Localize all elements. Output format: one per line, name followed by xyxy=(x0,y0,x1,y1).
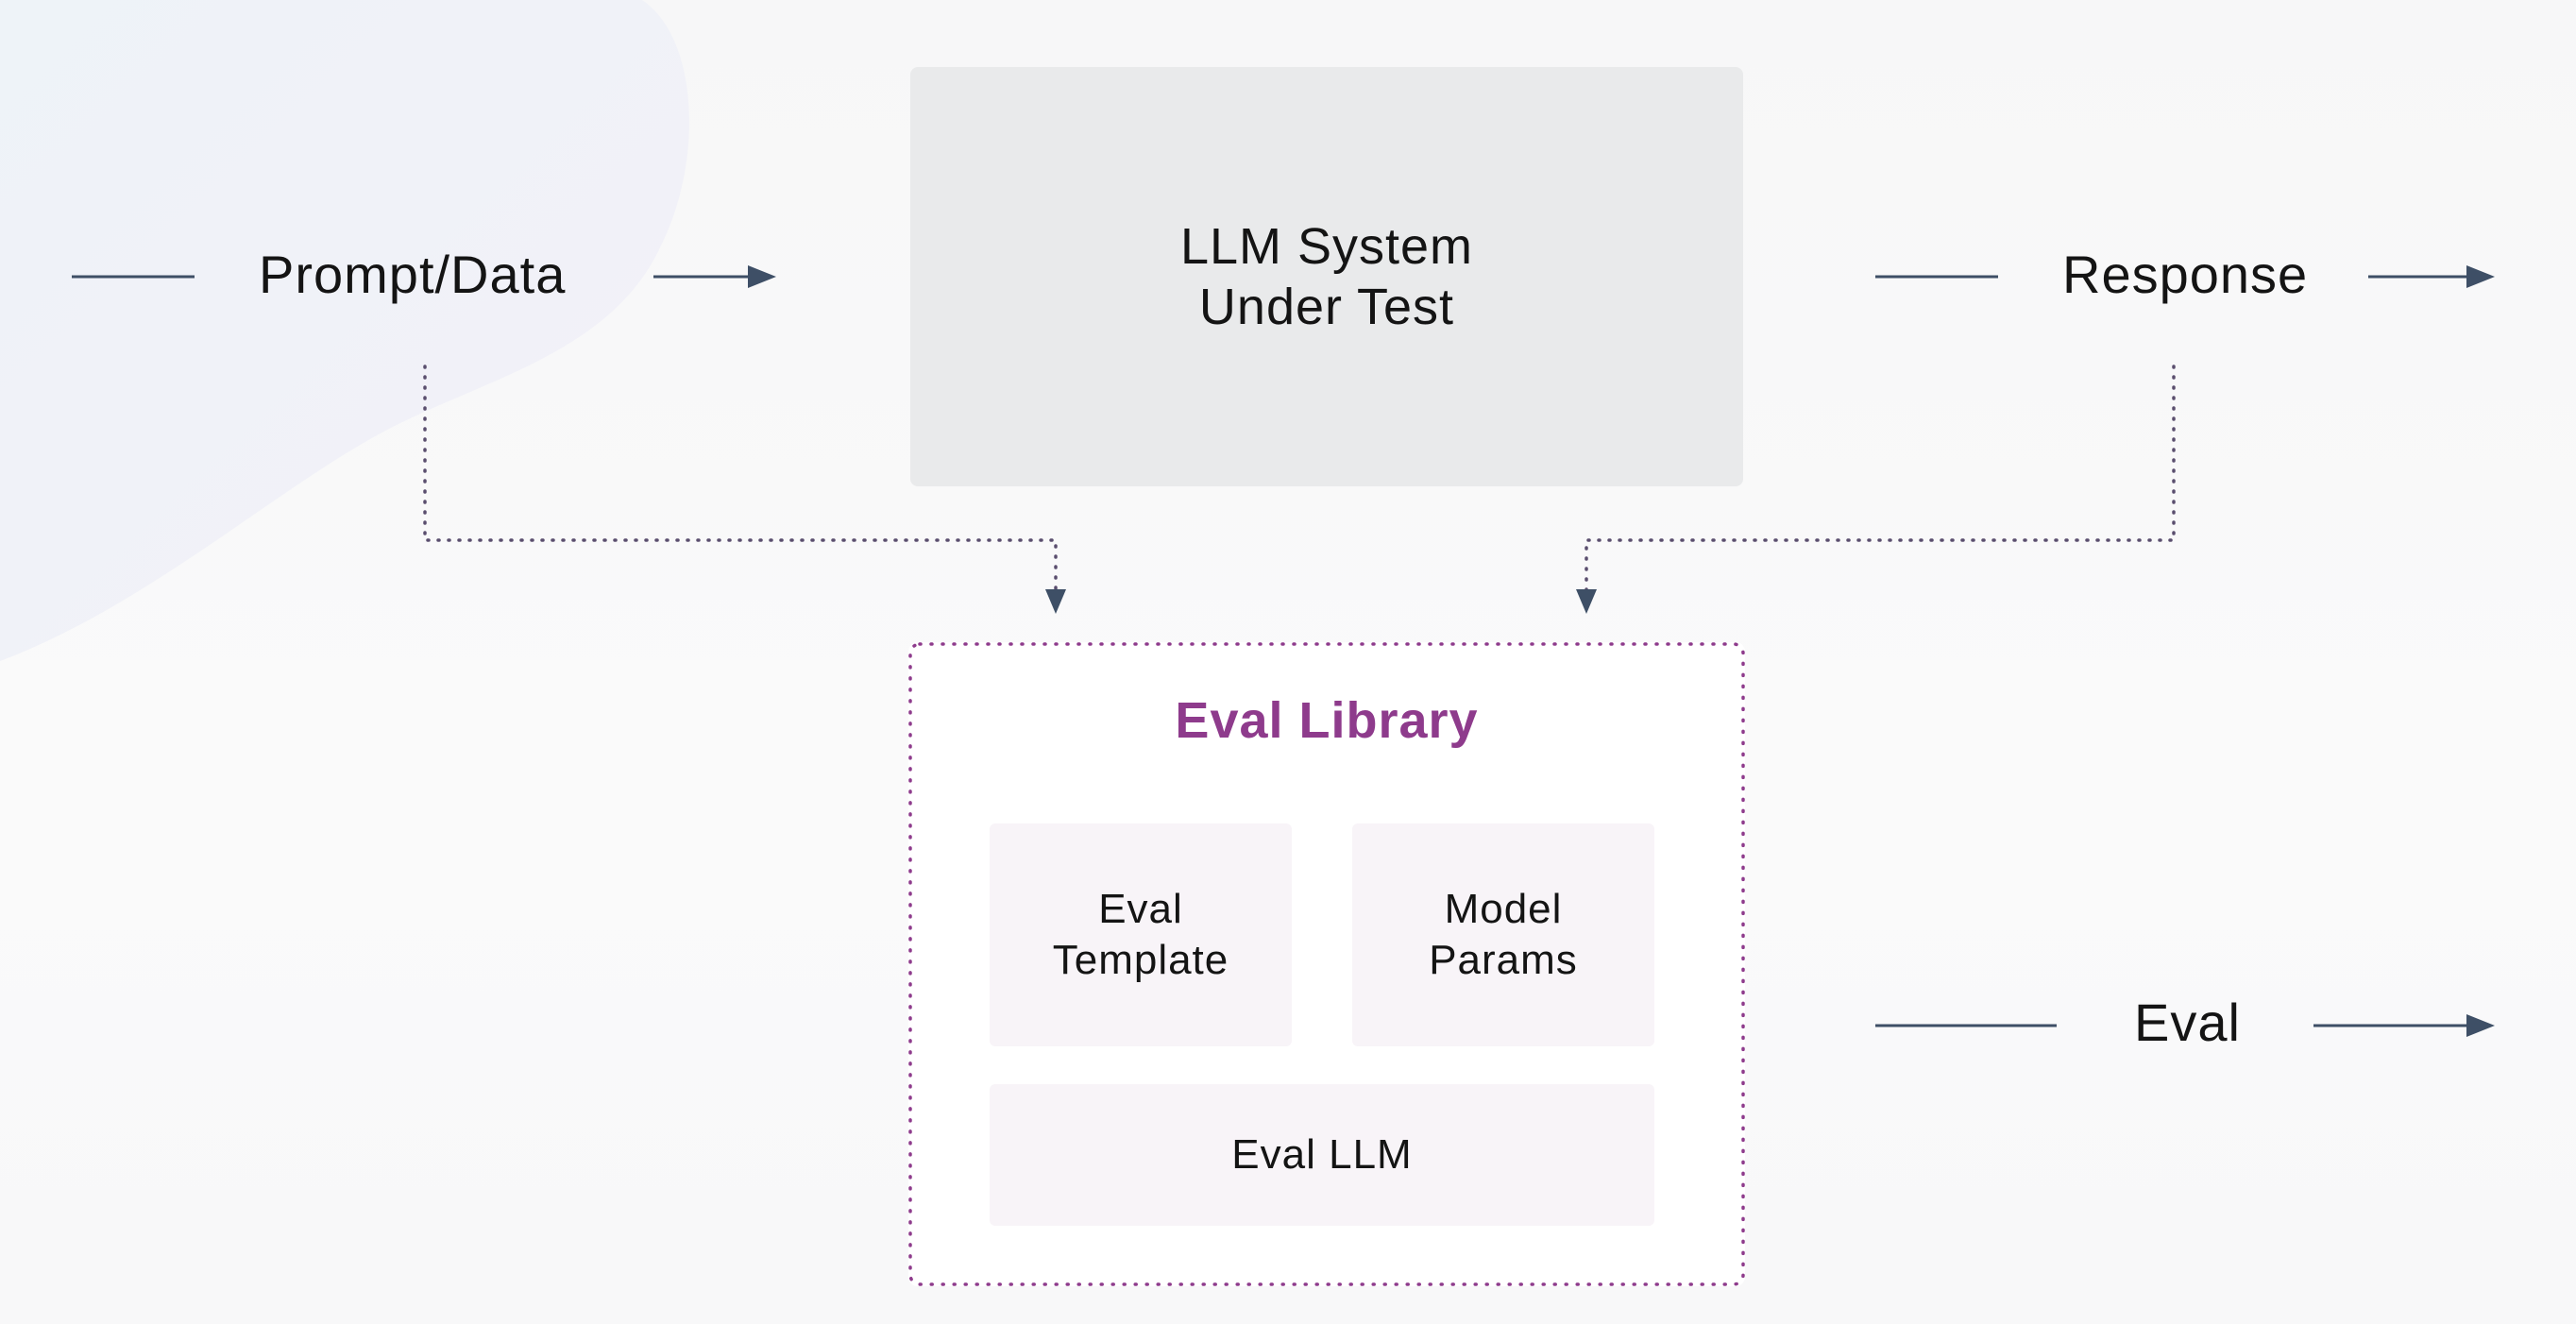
prompt-data-label: Prompt/Data xyxy=(259,245,567,304)
eval-template-box: Eval Template xyxy=(990,823,1292,1046)
eval-library-box: Eval Library Eval Template Model Params … xyxy=(908,642,1745,1286)
model-params-label-line2: Params xyxy=(1429,937,1578,983)
eval-llm-label: Eval LLM xyxy=(1231,1131,1413,1178)
eval-output-arrow xyxy=(2313,1014,2495,1037)
eval-template-label-line2: Template xyxy=(1052,937,1229,983)
model-params-box: Model Params xyxy=(1352,823,1654,1046)
model-params-label-line1: Model xyxy=(1444,886,1563,932)
background-blob xyxy=(0,0,689,661)
response-output-arrow xyxy=(2368,265,2495,288)
llm-system-under-test-box: LLM System Under Test xyxy=(910,67,1743,486)
eval-template-label-line1: Eval xyxy=(1098,886,1183,932)
eval-library-title: Eval Library xyxy=(1175,692,1479,749)
llm-system-label-line1: LLM System xyxy=(1179,218,1474,275)
eval-llm-box: Eval LLM xyxy=(990,1084,1654,1226)
eval-output-label: Eval xyxy=(2134,993,2241,1052)
response-label: Response xyxy=(2062,245,2309,304)
llm-system-label-line2: Under Test xyxy=(1198,279,1455,335)
